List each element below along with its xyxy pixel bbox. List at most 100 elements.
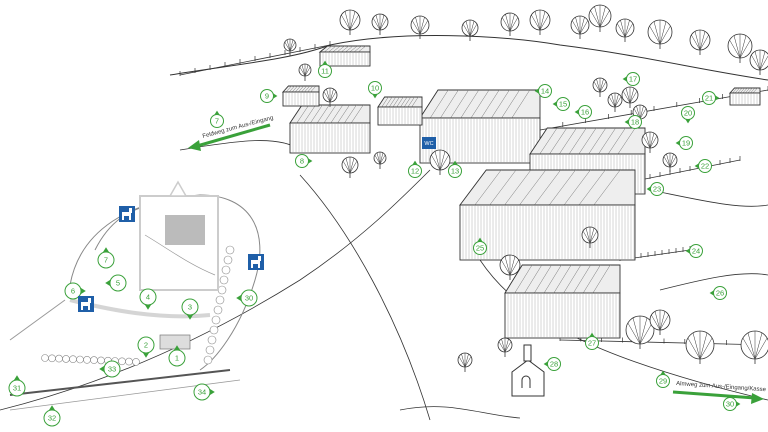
poi-marker-7[interactable]: 7 [97,247,115,269]
tree [570,15,590,39]
animal-icon[interactable] [119,206,135,222]
marker-number: 29 [659,377,667,386]
poi-marker-29[interactable]: 29 [656,370,670,388]
poi-marker-11[interactable]: 11 [318,60,332,78]
poi-marker-1[interactable]: 1 [168,345,186,367]
path-arrow-right[interactable]: Almweg zum Aus-/Eingang/Kasse [672,381,767,404]
marker-number: 28 [550,360,558,369]
poi-marker-30[interactable]: 30 [236,289,258,307]
tree [283,38,297,56]
marker-circle [585,336,599,350]
tree [341,156,359,178]
marker-number: 22 [701,162,709,171]
marker-circle [109,274,127,292]
poi-marker-27[interactable]: 27 [585,332,599,350]
overview-map [9,194,261,411]
marker-number: 4 [146,293,150,302]
poi-marker-5[interactable]: 5 [105,274,127,292]
poi-marker-8[interactable]: 8 [295,154,313,168]
path-label-right: Almweg zum Aus-/Eingang/Kasse [676,381,767,393]
poi-marker-25[interactable]: 25 [473,237,487,255]
marker-number: 27 [588,339,596,348]
poi-marker-22[interactable]: 22 [694,159,712,173]
marker-circle [43,409,61,427]
tree [588,4,612,32]
tree [457,352,473,372]
hut [281,85,320,107]
poi-marker-24[interactable]: 24 [685,244,703,258]
poi-marker-4[interactable]: 4 [139,288,157,310]
overview-inset-frame[interactable] [139,180,219,291]
poi-marker-7[interactable]: 7 [210,110,224,128]
poi-marker-21[interactable]: 21 [702,91,720,105]
arrow-right-icon [751,393,764,404]
poi-marker-16[interactable]: 16 [574,105,592,119]
marker-number: 6 [71,287,75,296]
tree [621,86,639,108]
poi-marker-10[interactable]: 10 [368,81,382,99]
poi-marker-6[interactable]: 6 [64,282,86,300]
animal-icon[interactable] [248,254,264,270]
marker-number: 9 [265,92,269,101]
upper-hut [728,87,761,106]
poi-marker-26[interactable]: 26 [709,286,727,300]
marker-circle [713,286,727,300]
wc-sign[interactable]: WC [422,137,436,149]
poi-marker-2[interactable]: 2 [137,336,155,358]
marker-circle [168,349,186,367]
marker-number: 30 [245,294,253,303]
marker-number: 32 [48,414,56,423]
poi-marker-33[interactable]: 33 [99,360,121,378]
poi-marker-32[interactable]: 32 [43,405,61,427]
marker-number: 1 [175,354,179,363]
poi-marker-28[interactable]: 28 [543,357,561,371]
marker-circle [8,379,26,397]
poi-marker-30[interactable]: 30 [723,397,741,411]
path-arrow-left[interactable]: Feldweg zum Aus-/Eingang [188,115,274,151]
marker-circle [681,106,695,120]
marker-circle [698,159,712,173]
poi-marker-17[interactable]: 17 [622,72,640,86]
poi-marker-15[interactable]: 15 [552,97,570,111]
poi-marker-14[interactable]: 14 [534,84,552,98]
poi-marker-23[interactable]: 23 [646,182,664,196]
marker-circle [240,289,258,307]
marker-circle [137,336,155,354]
marker-number: 8 [300,157,304,166]
tree [461,19,479,41]
tree [592,77,608,97]
marker-circle [556,97,570,111]
tree [641,131,659,153]
marker-circle [547,357,561,371]
marker-circle [260,89,274,103]
marker-circle [578,105,592,119]
poi-marker-31[interactable]: 31 [8,375,26,397]
tree [727,33,753,63]
tree [740,330,768,364]
poi-marker-3[interactable]: 3 [181,298,199,320]
tree [500,12,520,36]
poi-marker-13[interactable]: 13 [448,160,462,178]
poi-marker-19[interactable]: 19 [675,136,693,150]
large-farmhouse [459,169,636,261]
poi-marker-34[interactable]: 34 [193,383,215,401]
terrain-line [299,174,431,421]
animal-icon[interactable] [78,296,94,312]
marker-circle [139,288,157,306]
tree [429,149,451,175]
marker-circle [181,298,199,316]
poi-marker-18[interactable]: 18 [624,115,642,129]
tree [339,9,361,35]
marker-circle [626,72,640,86]
poi-marker-12[interactable]: 12 [408,160,422,178]
poi-marker-20[interactable]: 20 [681,106,695,124]
marker-circle [473,241,487,255]
marker-circle [103,360,121,378]
marker-number: 13 [451,167,459,176]
small-shed [377,96,423,126]
poi-marker-9[interactable]: 9 [260,89,278,103]
marker-number: 7 [104,256,108,265]
tree [749,49,768,75]
